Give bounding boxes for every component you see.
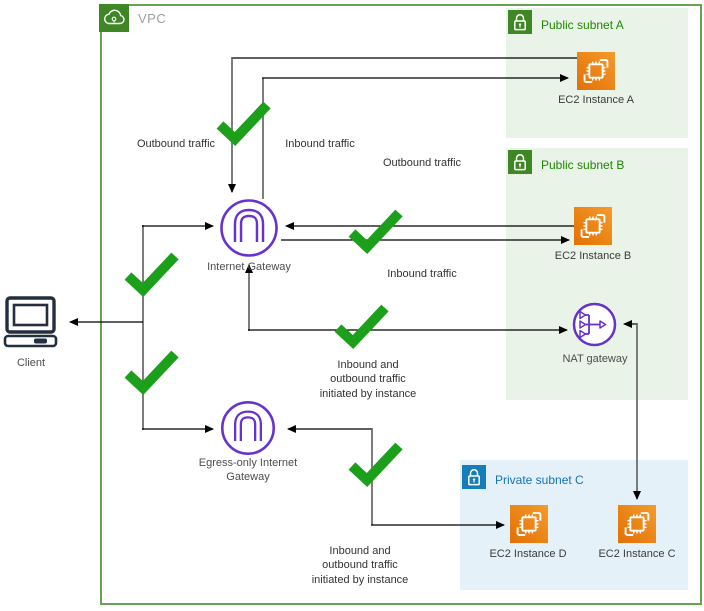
vpc-cloud-icon [99, 4, 129, 32]
egress-only-internet-gateway-label: Egress-only Internet Gateway [198, 457, 298, 483]
public-subnet-a: Public subnet A [506, 8, 688, 138]
public-subnet-a-label: Public subnet A [541, 17, 624, 32]
client-computer-icon [3, 296, 59, 353]
ec2-instance-a-label: EC2 Instance A [558, 94, 634, 106]
ec2-instance-b-label: EC2 Instance B [554, 250, 632, 262]
ec2-instance-c-label: EC2 Instance C [598, 548, 676, 560]
public-subnet-lock-icon [508, 150, 532, 179]
edge-label-outbound-traffic: Outbound traffic [136, 138, 216, 150]
edge-label-outbound-traffic: Outbound traffic [382, 157, 462, 169]
internet-gateway-icon [219, 198, 279, 263]
edge-label-inbound-traffic: Inbound traffic [285, 138, 355, 150]
ec2-instance-icon [618, 505, 656, 548]
public-subnet-lock-icon [508, 10, 532, 39]
ec2-instance-icon [574, 207, 612, 250]
private-subnet-lock-icon [462, 465, 486, 494]
ec2-instance-icon [510, 505, 548, 548]
edge-label-initiated-traffic: Inbound and outbound traffic initiated b… [319, 359, 417, 400]
ec2-instance-icon [577, 52, 615, 95]
public-subnet-b: Public subnet B [506, 148, 688, 400]
client-label: Client [16, 357, 46, 369]
internet-gateway-label: Internet Gateway [207, 261, 291, 273]
nat-gateway-icon [572, 302, 617, 352]
private-subnet-c-label: Private subnet C [495, 472, 584, 487]
edge-label-inbound-traffic: Inbound traffic [387, 268, 457, 280]
vpc-label: VPC [138, 11, 167, 26]
public-subnet-b-label: Public subnet B [541, 157, 625, 172]
egress-only-internet-gateway-icon [220, 400, 276, 461]
ec2-instance-d-label: EC2 Instance D [489, 548, 567, 560]
vpc-container [100, 4, 702, 605]
nat-gateway-label: NAT gateway [562, 353, 628, 365]
edge-label-initiated-traffic: Inbound and outbound traffic initiated b… [311, 545, 409, 586]
